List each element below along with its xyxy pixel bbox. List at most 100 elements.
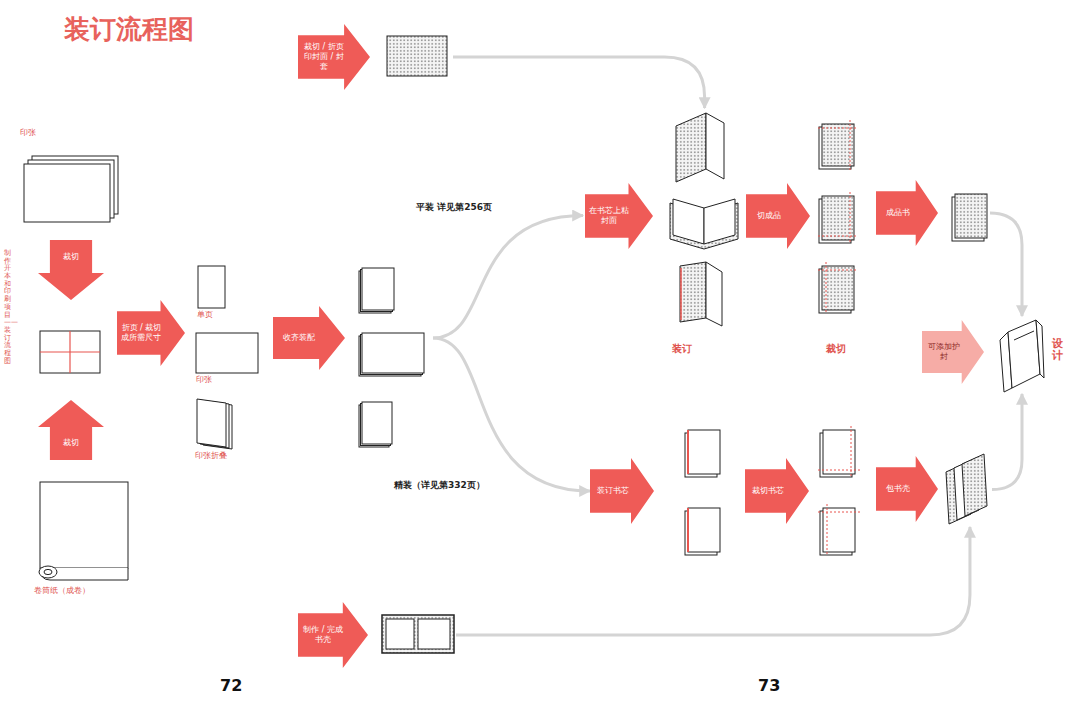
arrow-shape bbox=[746, 183, 810, 249]
hardcover-block bbox=[687, 508, 689, 552]
process-arrow: 收齐装配 bbox=[273, 298, 433, 378]
process-arrow: 制作 / 完成 书壳 bbox=[298, 600, 456, 670]
binding-books bbox=[704, 199, 735, 244]
arrow-shape bbox=[585, 183, 653, 249]
sheet-stack bbox=[24, 164, 110, 222]
final-book bbox=[1000, 320, 1044, 392]
arrow-label: 裁切 / 折页 印封面 / 封套 bbox=[301, 42, 347, 72]
trimmed-books bbox=[818, 128, 858, 129]
trimmed-block bbox=[818, 512, 860, 513]
trimmed-books bbox=[822, 124, 854, 166]
book-case bbox=[418, 619, 450, 649]
illustrated-item: 印张 bbox=[18, 128, 122, 226]
arrow-shape bbox=[273, 306, 345, 370]
column-label: 装订 bbox=[672, 342, 692, 356]
side-note: 制作开本和印刷项目——装订流程图 bbox=[4, 250, 11, 365]
paper-roll bbox=[40, 482, 128, 568]
cut-sheet bbox=[40, 331, 100, 373]
binding-books bbox=[680, 268, 682, 320]
arrow-shape bbox=[922, 320, 984, 384]
item-label: 卷筒纸（成卷） bbox=[34, 586, 136, 596]
arrow-shape bbox=[876, 456, 938, 522]
process-arrow: 可添加护封 bbox=[922, 320, 984, 384]
trimmed-block bbox=[823, 430, 855, 474]
hardcover-block bbox=[688, 430, 720, 474]
gathered-stacks bbox=[362, 402, 392, 444]
cover-sheet bbox=[387, 36, 447, 76]
flow-connector bbox=[990, 213, 1022, 316]
flow-connector bbox=[456, 527, 970, 635]
cased-books bbox=[946, 454, 987, 524]
arrow-label: 装订书芯 bbox=[593, 486, 633, 496]
folded-signature bbox=[197, 399, 226, 447]
arrow-label: 在书芯上粘封面 bbox=[588, 206, 631, 226]
page-number: 73 bbox=[758, 676, 780, 695]
arrow-label: 裁切书芯 bbox=[748, 486, 788, 496]
hardcover-block bbox=[688, 508, 720, 552]
item-label: 设计 bbox=[1052, 338, 1063, 362]
book-case bbox=[386, 619, 414, 649]
column-label: 裁切 bbox=[826, 342, 846, 356]
printed-sheet bbox=[196, 333, 258, 373]
item-label: 印张 bbox=[20, 128, 122, 138]
process-arrow: 裁切 bbox=[38, 240, 104, 300]
item-label: 印张 bbox=[196, 375, 263, 385]
arrow-shape bbox=[38, 400, 104, 460]
illustrated-item: 单页 bbox=[193, 264, 237, 324]
arrow-shape bbox=[38, 400, 104, 460]
arrow-shape bbox=[590, 458, 654, 524]
arrow-label: 包书壳 bbox=[879, 484, 918, 494]
hardcover-block bbox=[687, 430, 689, 474]
arrow-shape bbox=[298, 24, 370, 90]
binding-books bbox=[676, 113, 706, 182]
single-page bbox=[198, 266, 225, 308]
binding-books bbox=[680, 262, 706, 322]
arrow-shape bbox=[298, 602, 368, 668]
edge-label: 平装 详见第256页 bbox=[414, 200, 494, 215]
binding-books bbox=[670, 113, 738, 326]
illustrated-item: 印张折叠 bbox=[193, 396, 245, 466]
arrow-shape bbox=[745, 458, 809, 524]
flow-connector bbox=[433, 338, 590, 491]
paper-roll bbox=[44, 569, 52, 574]
edge-label: 精装（详见第332页） bbox=[392, 478, 487, 493]
arrow-shape bbox=[38, 240, 104, 300]
final-book bbox=[1014, 331, 1034, 340]
arrow-label: 裁切 bbox=[52, 438, 90, 448]
finished-book bbox=[952, 194, 987, 241]
finished-book bbox=[955, 194, 987, 238]
flow-connector bbox=[992, 394, 1022, 490]
flow-connector bbox=[433, 216, 583, 338]
cut-sheet bbox=[40, 331, 100, 373]
folded-signature bbox=[197, 399, 232, 449]
paper-roll bbox=[39, 482, 128, 580]
process-arrow: 裁切 / 折页 印封面 / 封套 bbox=[298, 22, 453, 92]
trimmed-books bbox=[818, 120, 858, 314]
arrow-shape bbox=[117, 300, 185, 366]
trimmed-books bbox=[818, 120, 858, 314]
trimmed-block bbox=[823, 508, 855, 552]
binding-books bbox=[673, 199, 704, 244]
book-case bbox=[382, 615, 454, 653]
arrow-label: 收齐装配 bbox=[276, 333, 322, 343]
process-arrow: 成品书 bbox=[876, 178, 990, 248]
process-arrow: 包书壳 bbox=[876, 452, 992, 527]
trimmed-books bbox=[818, 236, 858, 237]
arrow-label: 裁切 bbox=[52, 252, 90, 262]
process-arrow: 裁切 bbox=[38, 400, 104, 460]
arrow-shape bbox=[38, 240, 104, 300]
binding-books bbox=[706, 262, 722, 326]
single-page bbox=[198, 266, 225, 308]
process-arrow: 在书芯上粘封面 bbox=[583, 108, 743, 332]
diagram-title: 装订流程图 bbox=[64, 12, 194, 47]
illustrated-item: 卷筒纸（成卷） bbox=[28, 478, 136, 600]
hardcover-block bbox=[685, 430, 720, 555]
arrow-shape bbox=[876, 180, 938, 246]
final-book bbox=[1008, 320, 1040, 388]
book-case bbox=[382, 615, 454, 653]
process-arrow: 裁切书芯 bbox=[745, 426, 862, 556]
gathered-stacks bbox=[359, 268, 424, 447]
trimmed-block bbox=[818, 426, 860, 556]
